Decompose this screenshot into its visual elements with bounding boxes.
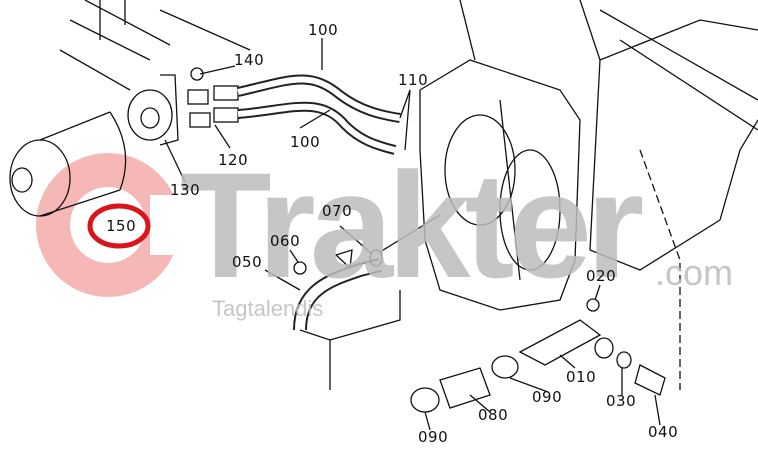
callout-070: 070 xyxy=(322,202,353,220)
callout-020: 020 xyxy=(586,267,617,285)
callout-060: 060 xyxy=(270,232,301,250)
callout-040: 040 xyxy=(648,423,679,441)
callout-030: 030 xyxy=(606,392,637,410)
line-art xyxy=(9,0,758,431)
callout-100-bottom: 100 xyxy=(290,133,321,151)
callout-120: 120 xyxy=(218,151,249,169)
callout-050: 050 xyxy=(232,253,263,271)
callout-090-left: 090 xyxy=(418,428,449,446)
callout-100-top: 100 xyxy=(308,21,339,39)
watermark-suffix: .com xyxy=(655,252,734,293)
callout-130: 130 xyxy=(170,181,201,199)
watermark-tagline: Tagtalendis xyxy=(212,296,324,321)
callout-010: 010 xyxy=(566,368,597,386)
callout-110: 110 xyxy=(398,71,429,89)
callout-140: 140 xyxy=(234,51,265,69)
callout-090-right: 090 xyxy=(532,388,563,406)
highlight-circle xyxy=(87,203,151,249)
callout-080: 080 xyxy=(478,406,509,424)
watermark-brand: Trakter xyxy=(180,141,644,309)
callout-150: 150 xyxy=(106,217,137,235)
